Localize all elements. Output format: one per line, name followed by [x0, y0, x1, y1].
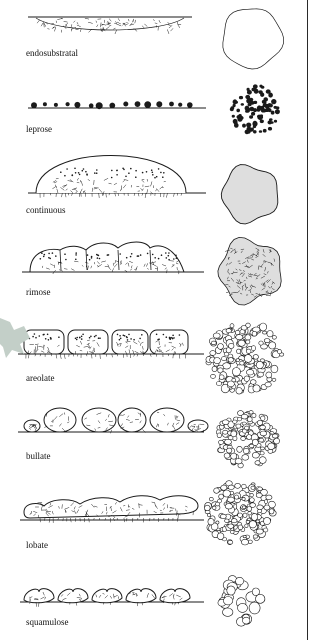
top-view-rimose [218, 237, 281, 305]
label-endosubstratal: endosubstratal [26, 48, 78, 58]
label-leprose: leprose [26, 124, 52, 134]
top-view-lobate [205, 481, 277, 545]
cross-section-rimose [22, 242, 204, 274]
label-bullate: bullate [26, 451, 51, 461]
top-view-leprose [230, 85, 279, 134]
label-areolate: areolate [26, 373, 54, 383]
figure-frame-line [307, 0, 308, 640]
top-view-areolate [206, 323, 284, 394]
label-squamulose: squamulose [26, 617, 69, 627]
cross-sections [18, 17, 208, 607]
cross-section-bullate [18, 408, 208, 433]
label-continuous: continuous [26, 205, 66, 215]
cross-section-leprose [28, 101, 206, 109]
top-views [205, 9, 284, 626]
top-view-continuous [221, 165, 277, 224]
top-view-squamulose [218, 576, 265, 627]
cross-section-lobate [20, 496, 204, 523]
top-view-endosubstratal [223, 9, 284, 69]
cross-section-endosubstratal [28, 17, 192, 34]
cross-section-areolate [18, 330, 204, 359]
cross-section-continuous [28, 156, 206, 198]
label-rimose: rimose [26, 287, 51, 297]
cross-section-squamulose [20, 589, 204, 607]
label-lobate: lobate [26, 540, 48, 550]
top-view-bullate [216, 411, 279, 468]
